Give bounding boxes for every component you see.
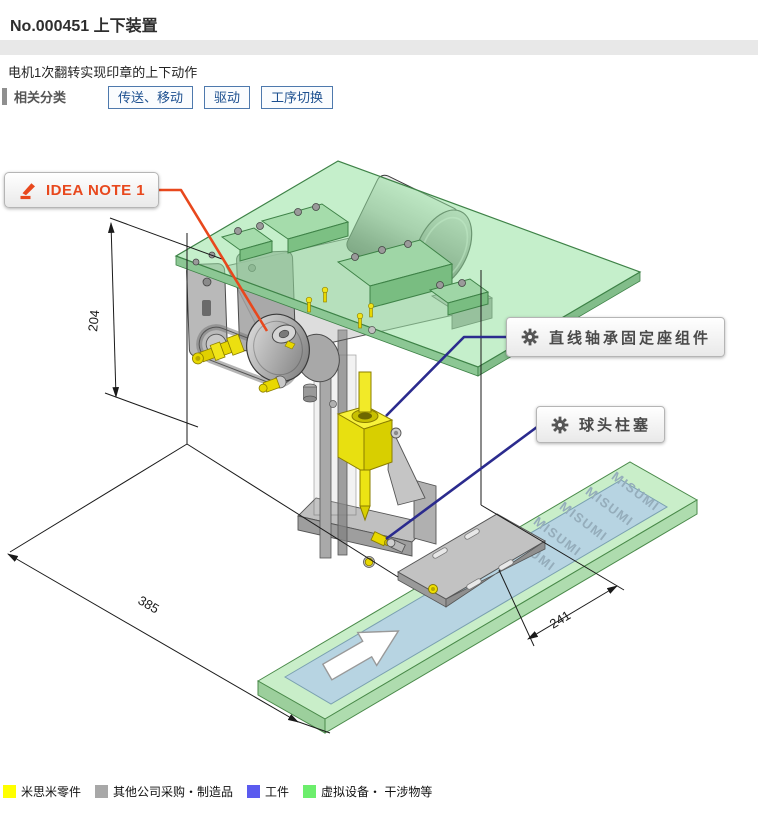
cam-disc-back xyxy=(296,333,340,383)
category-tags: 传送、移动 驱动 工序切换 xyxy=(108,86,334,109)
tag-transfer-move[interactable]: 传送、移动 xyxy=(108,86,194,109)
conveyor: MISUMI MISUMI MISUMI MISUMI MISUMI xyxy=(257,461,698,734)
cam-hub xyxy=(271,324,297,344)
guide-rails xyxy=(313,329,357,559)
legend-item-virtual: 虚拟设备・ 干涉物等 xyxy=(303,783,432,800)
tag-drive[interactable]: 驱动 xyxy=(204,86,251,109)
legend-swatch-green xyxy=(303,785,317,798)
lower-bracket xyxy=(297,424,437,557)
idea-note-connector xyxy=(156,188,269,332)
legend-swatch-yellow xyxy=(3,785,16,798)
yellow-screw xyxy=(428,584,438,594)
part-label-ball-plunger[interactable]: 球头柱塞 xyxy=(536,406,666,443)
gear-icon xyxy=(551,416,569,433)
flow-arrow xyxy=(321,630,400,681)
motor xyxy=(346,174,473,290)
legend-swatch-gray xyxy=(95,785,109,798)
belt-loop xyxy=(196,324,298,388)
dimension-width-label: 241 xyxy=(547,608,573,632)
shaft-couplings xyxy=(191,333,245,365)
idea-note-button[interactable]: IDEA NOTE 1 xyxy=(4,172,160,208)
title-divider-band xyxy=(0,40,758,55)
part-label-text: 直线轴承固定座组件 xyxy=(549,329,712,347)
shaft-and-bearing-block xyxy=(336,371,402,522)
conveyor-brand-text: MISUMI MISUMI MISUMI MISUMI MISUMI xyxy=(505,469,663,575)
dimension-labels: 204 385 241 xyxy=(85,309,573,631)
description-text: 电机1次翻转实现印章的上下动作 xyxy=(8,65,198,80)
idea-note-label: IDEA NOTE 1 xyxy=(46,181,146,199)
legend-item-workpiece: 工件 xyxy=(247,783,289,800)
plunger-label-connector xyxy=(385,425,538,541)
gear-icon xyxy=(521,328,539,346)
cam-disc xyxy=(246,313,310,383)
conveyor-belt xyxy=(284,479,668,705)
svg-text:MISUMI: MISUMI xyxy=(583,484,637,530)
dimension-depth-label: 385 xyxy=(136,593,162,617)
pencil-icon xyxy=(20,183,35,200)
svg-text:MISUMI: MISUMI xyxy=(609,469,663,515)
svg-text:MISUMI: MISUMI xyxy=(505,529,559,575)
part-label-text: 球头柱塞 xyxy=(579,417,652,434)
svg-text:MISUMI: MISUMI xyxy=(557,499,611,545)
page-title: No.000451 上下装置 xyxy=(10,18,158,35)
category-label: 相关分类 xyxy=(14,90,67,105)
tag-process-switch[interactable]: 工序切换 xyxy=(261,86,334,109)
bearing-label-connector xyxy=(385,335,507,417)
legend-swatch-blue xyxy=(247,785,261,798)
svg-text:MISUMI: MISUMI xyxy=(531,514,585,560)
part-label-linear-bearing[interactable]: 直线轴承固定座组件 xyxy=(506,317,726,357)
grease-fittings xyxy=(305,286,376,334)
mechanism-housing xyxy=(186,223,494,408)
category-row: 相关分类 xyxy=(2,87,66,106)
color-legend: 米思米零件 其他公司采购・制造品 工件 虚拟设备・ 干涉物等 xyxy=(3,783,432,800)
ball-plunger xyxy=(363,531,406,568)
stamp-base-plate xyxy=(396,513,547,608)
category-bar xyxy=(2,88,7,105)
dimension-height-label: 204 xyxy=(85,309,102,332)
legend-item-misumi: 米思米零件 xyxy=(3,783,81,800)
dimension-lines xyxy=(7,217,625,734)
legend-item-other: 其他公司采购・制造品 xyxy=(95,783,233,800)
gusset-plate xyxy=(387,424,426,506)
